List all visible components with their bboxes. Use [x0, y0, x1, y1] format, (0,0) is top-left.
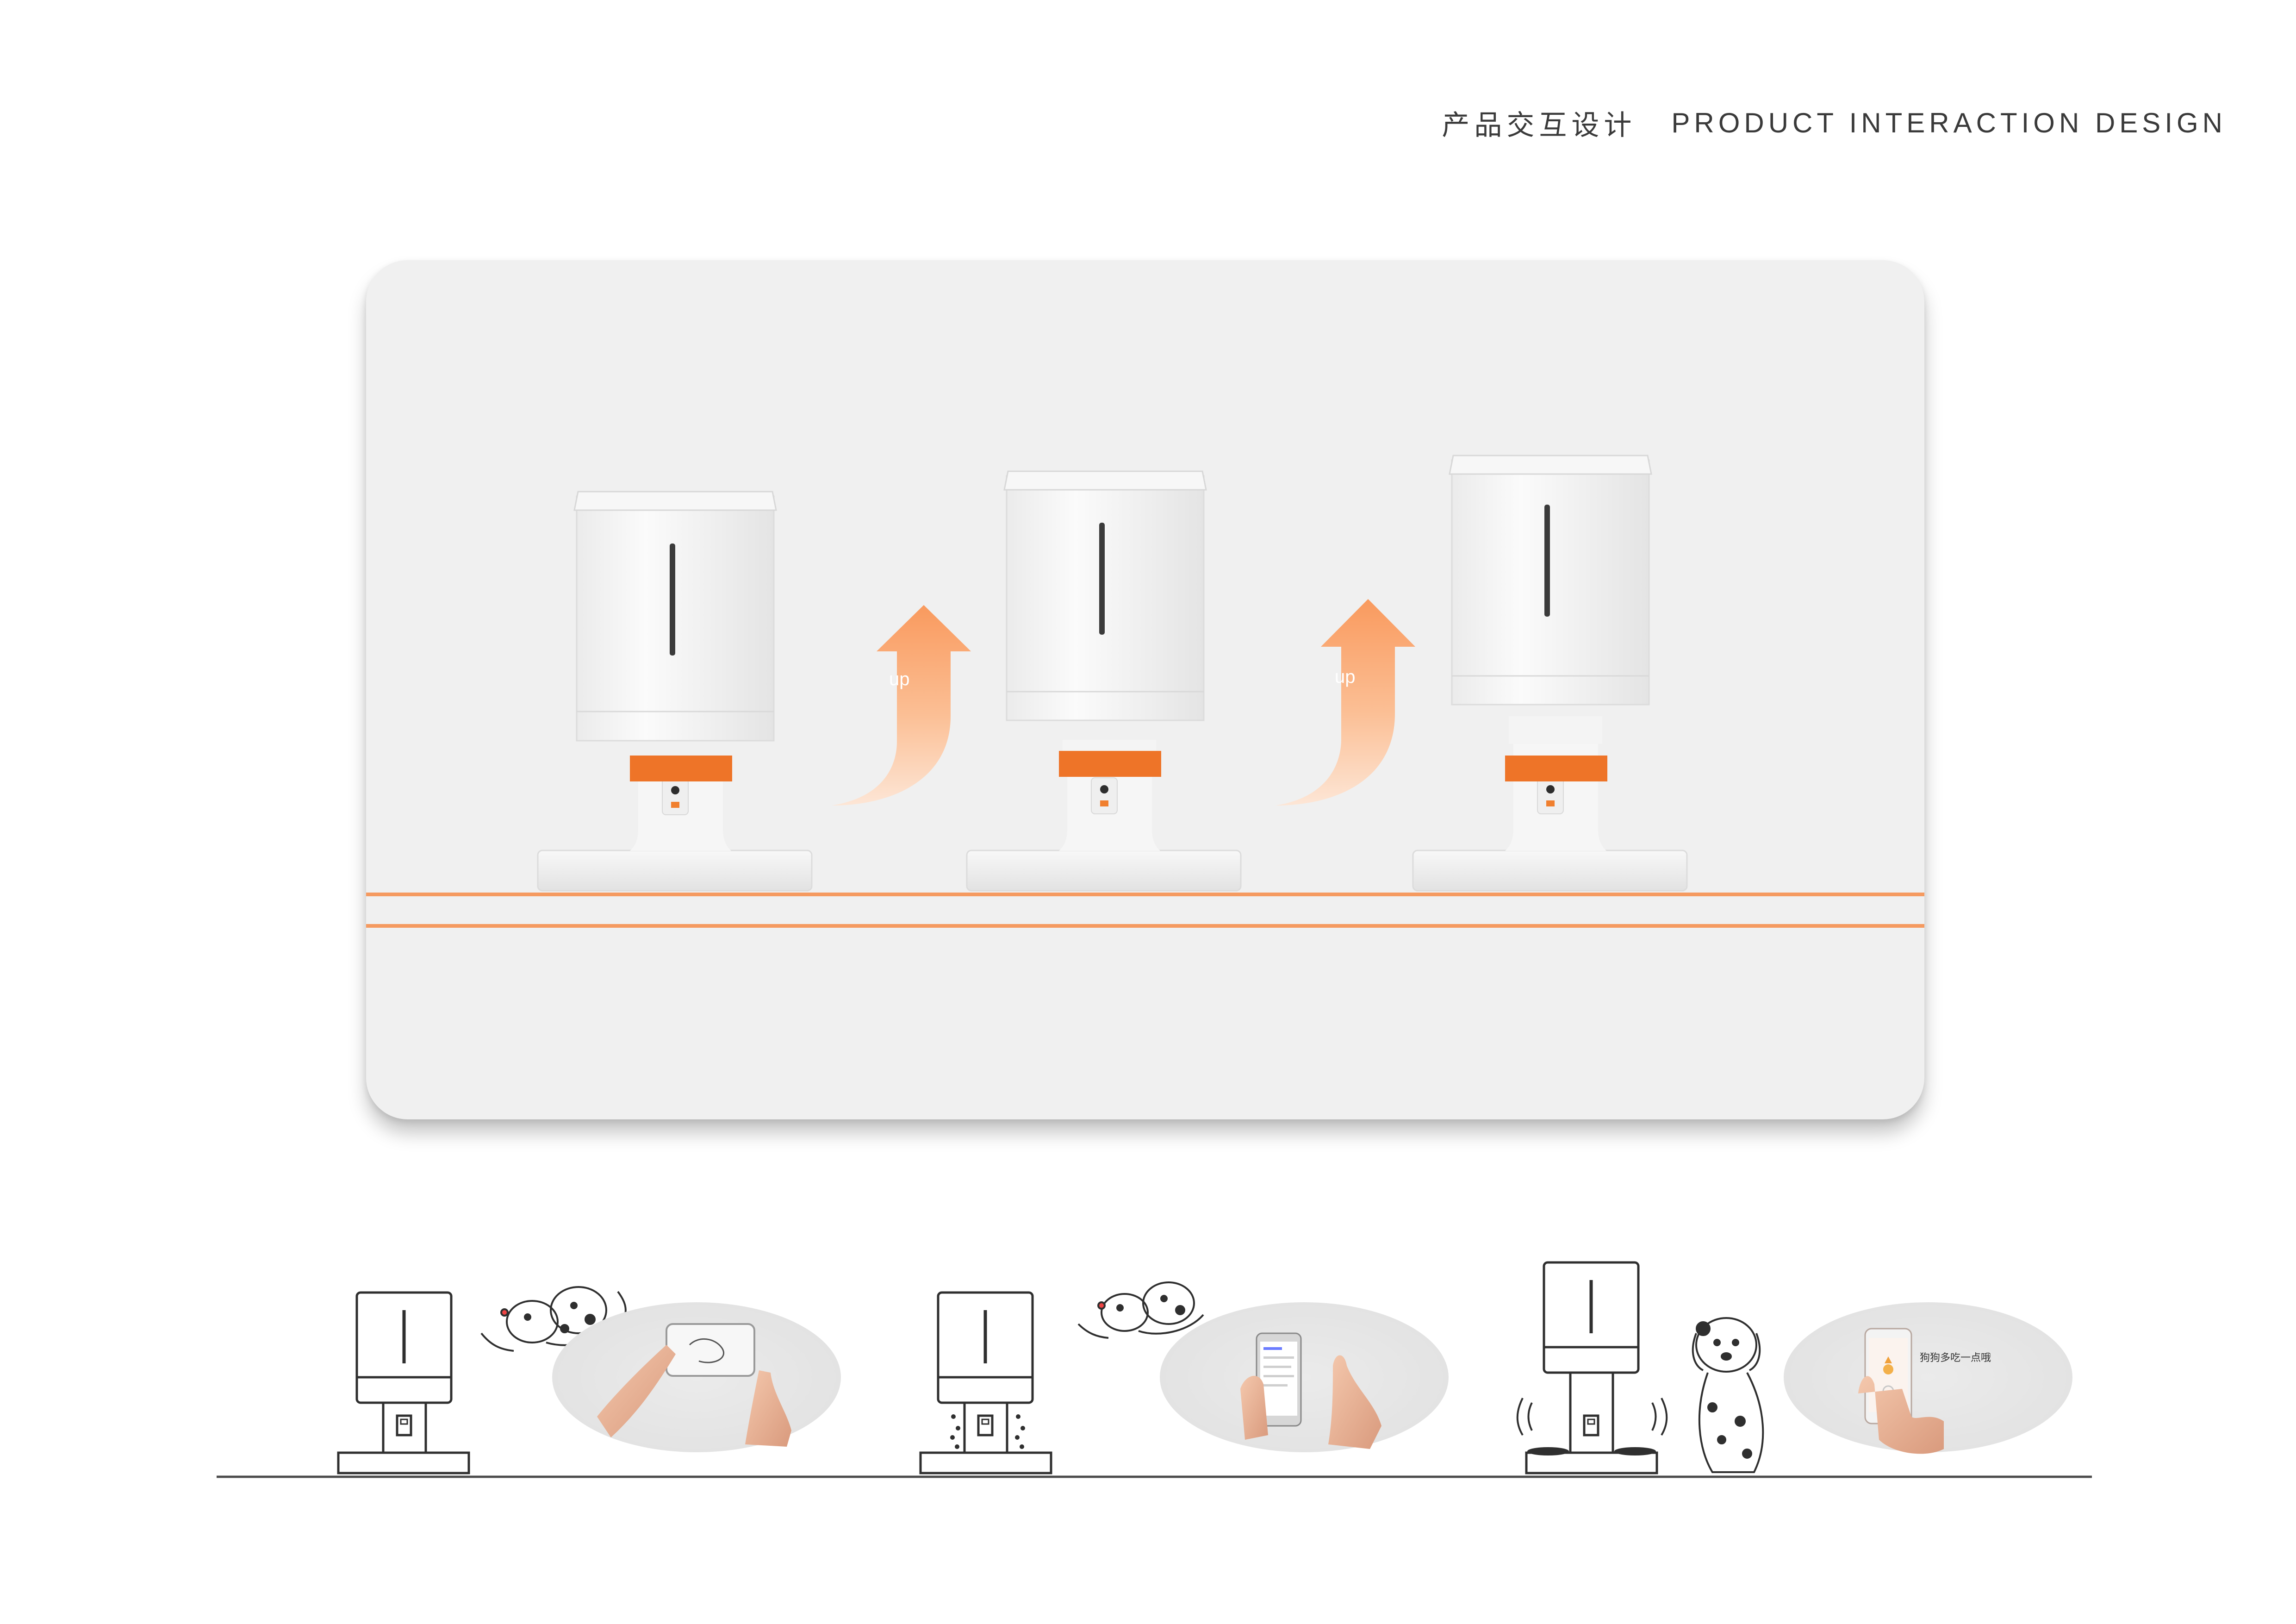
sleeping-dogs-sketch-2 — [1077, 1281, 1204, 1339]
scene-1 — [337, 1286, 627, 1474]
hero-panel: up up — [366, 260, 1924, 1119]
feeder-stage-3 — [1412, 455, 1688, 892]
hand-right — [745, 1370, 791, 1447]
feeder-stage-2 — [966, 470, 1242, 892]
sound-waves-icon — [1516, 1398, 1668, 1436]
phone-message-text: 狗狗多吃一点哦 — [1920, 1352, 1991, 1364]
title-english: PRODUCT INTERACTION DESIGN — [1671, 107, 2227, 138]
scene-2 — [919, 1281, 1204, 1474]
hand-holding-phone-3 — [1858, 1376, 1944, 1454]
scene-3 — [1516, 1261, 1764, 1474]
hero-illustration: up up — [366, 455, 1924, 928]
arrow-up-icon-1 — [832, 605, 971, 806]
sitting-dalmatian-sketch — [1692, 1317, 1764, 1473]
scene-3-phone-bubble: 狗狗多吃一点哦 — [1784, 1302, 2072, 1454]
page-header: 产品交互设计 PRODUCT INTERACTION DESIGN — [1442, 103, 2227, 143]
hand-left — [597, 1345, 676, 1437]
arrow-label-2: up — [1335, 667, 1356, 687]
food-pellets-falling — [950, 1414, 1025, 1449]
scene-2-phone-bubble — [1160, 1302, 1449, 1452]
arrow-label-1: up — [889, 669, 910, 689]
food-bowl-filled — [1527, 1447, 1656, 1455]
scene-1-phone-bubble — [552, 1302, 841, 1452]
phone-landscape — [666, 1323, 755, 1377]
hand-tapping — [1328, 1355, 1381, 1449]
arrow-up-icon-2 — [1276, 599, 1415, 806]
feeder-stage-1 — [537, 491, 813, 892]
title-chinese: 产品交互设计 — [1442, 109, 1636, 142]
sleeping-dogs-sketch — [480, 1286, 627, 1352]
hand-holding-phone — [1240, 1375, 1268, 1440]
